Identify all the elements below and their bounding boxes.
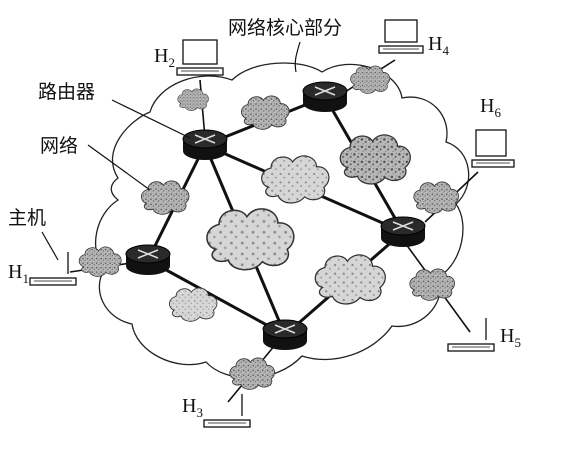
router-icon <box>302 81 348 112</box>
callout-core <box>294 41 301 73</box>
host-label-h1: H1 <box>8 261 29 286</box>
host-computer-icon <box>176 39 224 76</box>
callout-network <box>87 144 151 191</box>
link-r3-r5 <box>147 258 286 337</box>
label-host: 主机 <box>8 207 46 229</box>
host-label-h4: H4 <box>428 33 449 58</box>
host-computer-icon <box>203 394 251 428</box>
host-label-h2: H2 <box>154 45 175 70</box>
host-computer-icon <box>378 19 424 54</box>
router-icon <box>125 244 171 275</box>
label-router: 路由器 <box>38 81 95 103</box>
callout-router <box>111 99 191 139</box>
label-network: 网络 <box>40 135 78 157</box>
label-core: 网络核心部分 <box>228 17 342 39</box>
routers <box>125 81 426 350</box>
host-computer-icon <box>29 252 77 286</box>
router-icon <box>262 319 308 350</box>
router-icon <box>380 216 426 247</box>
hosts <box>29 19 515 428</box>
network-cloud <box>350 65 391 94</box>
host-label-h6: H6 <box>480 95 501 120</box>
callout-lines <box>41 41 301 261</box>
host-computer-icon <box>471 129 515 168</box>
router-icon <box>182 129 228 160</box>
callout-host <box>41 231 59 261</box>
network-cloud <box>409 268 456 301</box>
host-computer-icon <box>447 318 495 352</box>
host-label-h5: H5 <box>500 325 521 350</box>
host-label-h3: H3 <box>182 395 203 420</box>
